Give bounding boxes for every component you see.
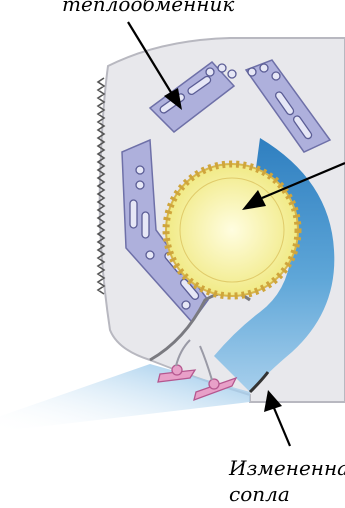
heat-exchanger-label: теплообменник bbox=[62, 0, 234, 14]
nozzle-label-line-1: Измененна bbox=[229, 458, 345, 478]
cross-flow-fan-icon bbox=[166, 164, 298, 296]
nozzle-label-line-2: сопла bbox=[229, 484, 290, 504]
